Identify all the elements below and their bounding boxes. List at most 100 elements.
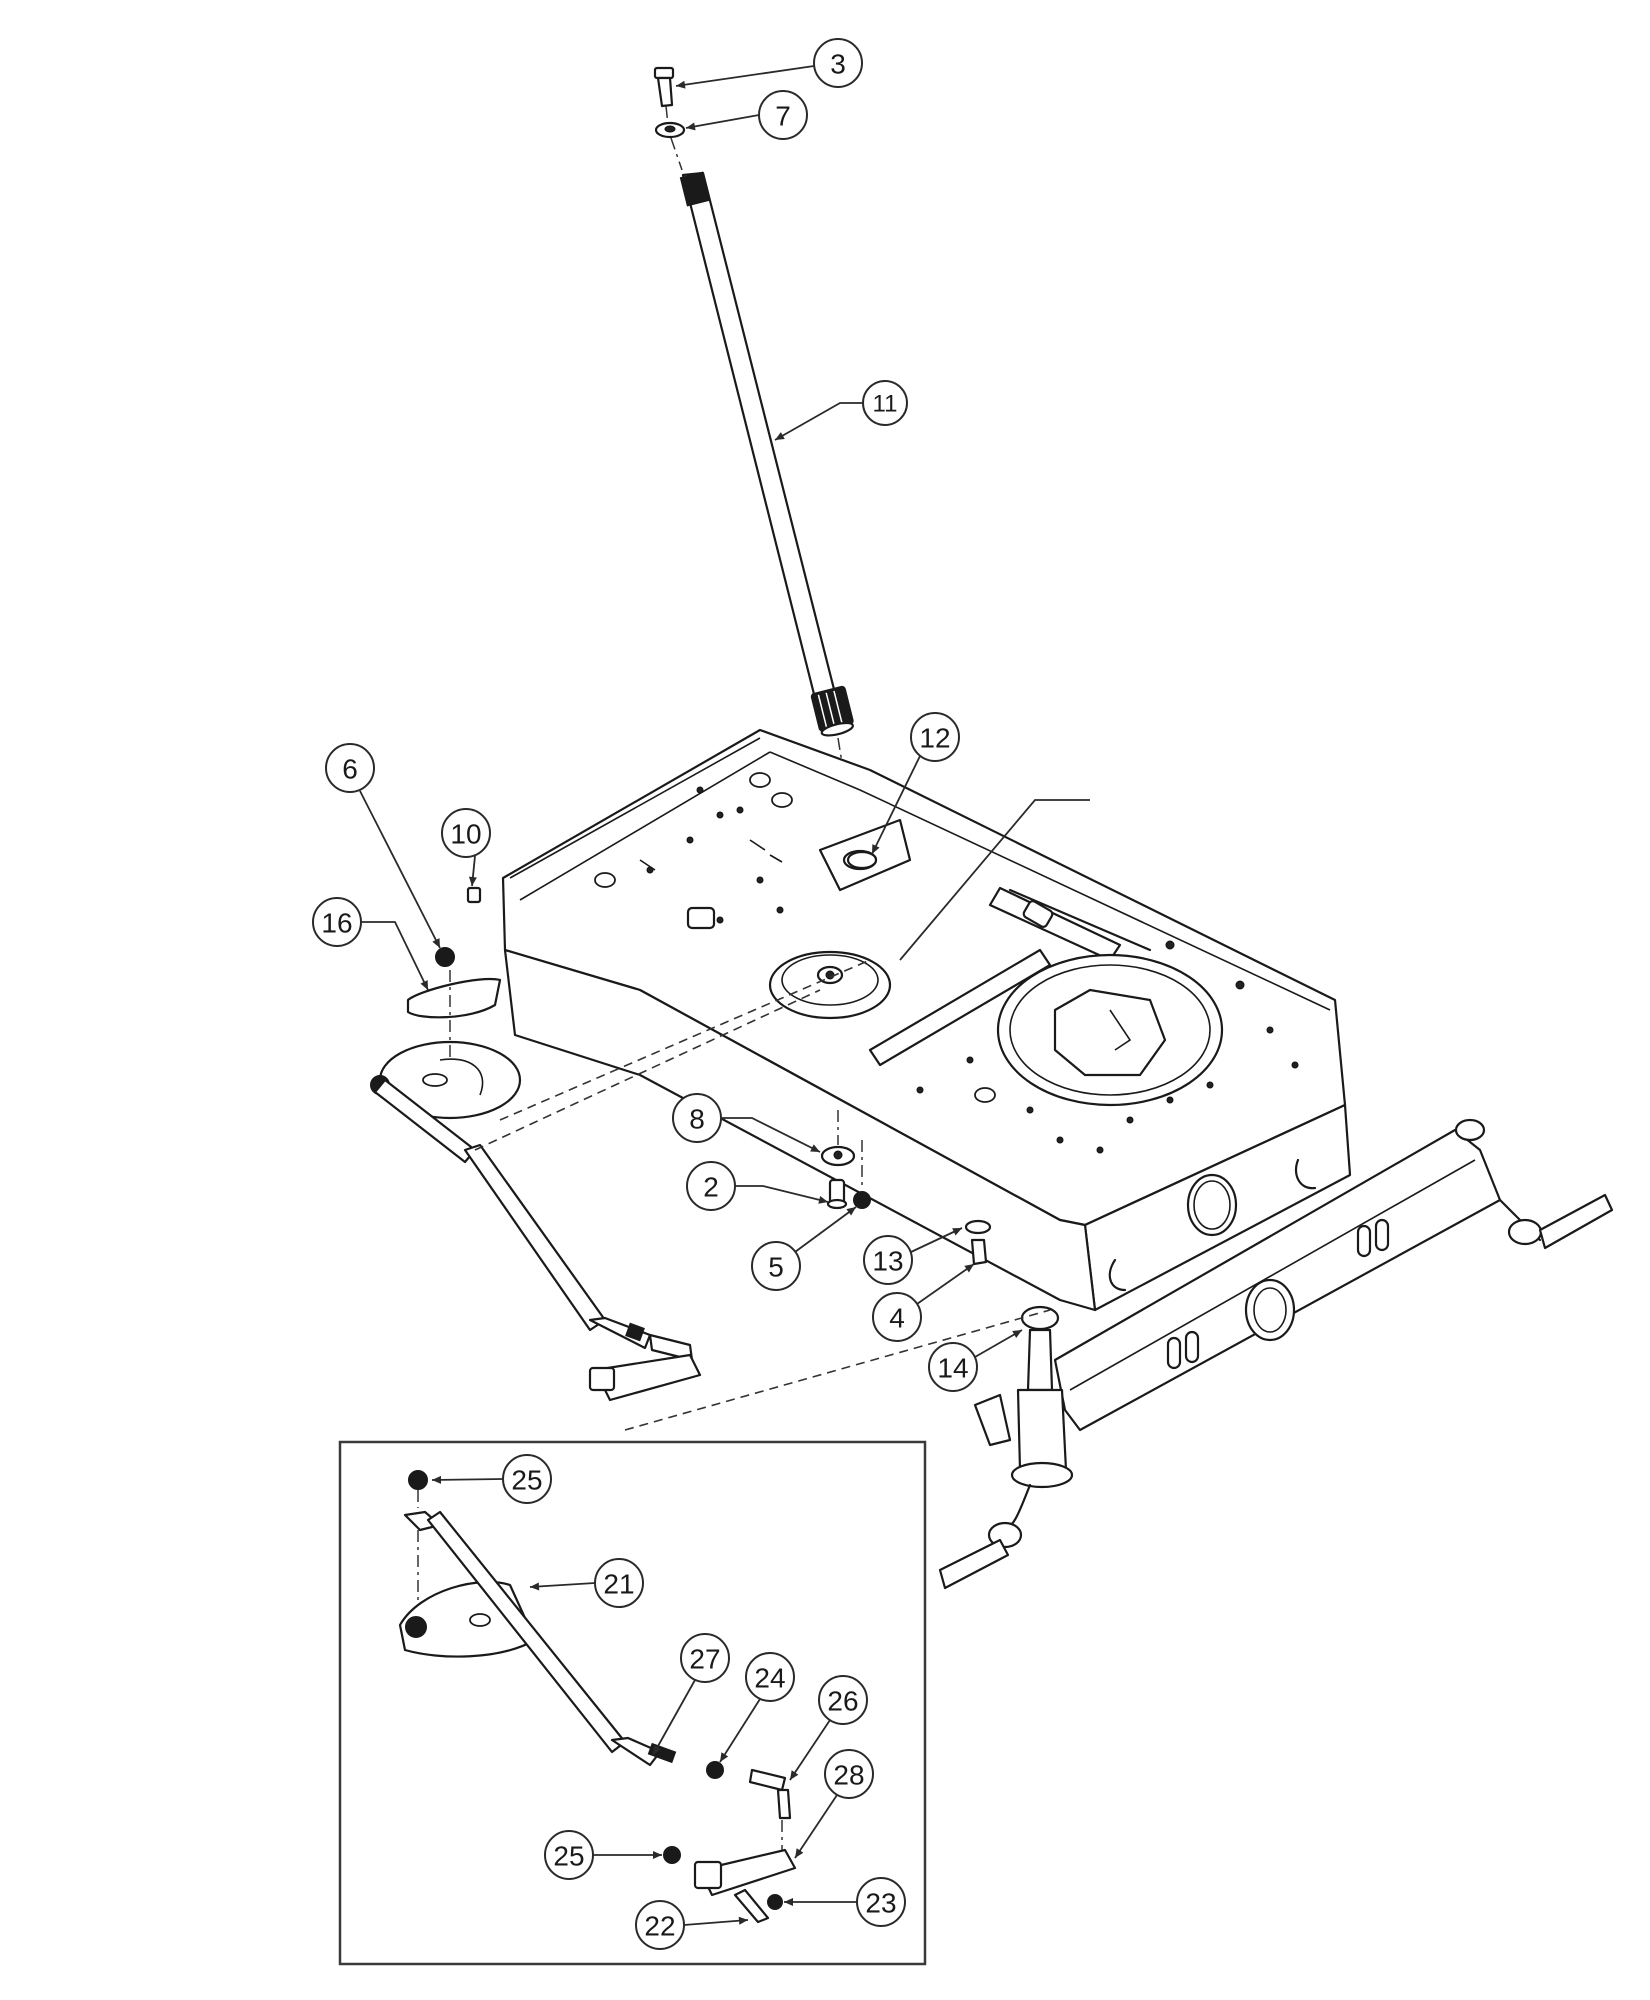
callout-lock-nut[interactable]: 5 bbox=[751, 1206, 857, 1291]
callout-circle[interactable] bbox=[863, 1235, 913, 1285]
arrowhead-icon bbox=[653, 1851, 662, 1859]
callout-bolt[interactable]: 3 bbox=[675, 38, 863, 89]
callout-label: 12 bbox=[919, 723, 950, 754]
leader-line bbox=[871, 755, 921, 855]
callout-shoulder-bolt[interactable]: 10 bbox=[441, 808, 491, 887]
callout-bolt[interactable]: 22 bbox=[635, 1900, 749, 1950]
callout-label: 8 bbox=[689, 1104, 705, 1135]
arrowhead-icon bbox=[784, 1898, 793, 1906]
leader-line bbox=[683, 1919, 749, 1926]
arrowhead-icon bbox=[530, 1582, 540, 1591]
pin-part bbox=[970, 1238, 988, 1266]
arrowhead-icon bbox=[964, 1264, 974, 1273]
arrowhead-icon bbox=[432, 938, 440, 948]
callout-nut[interactable]: 25 bbox=[544, 1830, 662, 1880]
callout-pin[interactable]: 4 bbox=[872, 1263, 975, 1342]
callout-nut[interactable]: 25 bbox=[431, 1454, 552, 1504]
callout-label: 7 bbox=[775, 101, 791, 132]
callout-circle[interactable] bbox=[813, 38, 863, 88]
callout-spacer[interactable]: 2 bbox=[686, 1161, 829, 1211]
bushing-part bbox=[846, 850, 878, 870]
callout-label: 2 bbox=[703, 1172, 719, 1203]
callout-circle[interactable] bbox=[672, 1093, 722, 1143]
callout-circle[interactable] bbox=[686, 1161, 736, 1211]
frame-holes bbox=[594, 772, 1299, 1154]
arrowhead-icon bbox=[1012, 1330, 1022, 1338]
axis-line bbox=[670, 137, 683, 171]
leader-line bbox=[721, 1117, 821, 1153]
arrowhead-icon bbox=[720, 1752, 729, 1762]
callout-circle[interactable] bbox=[818, 1675, 868, 1725]
arrowhead-icon bbox=[432, 1475, 442, 1484]
callout-label: 6 bbox=[342, 754, 358, 785]
arrowhead-icon bbox=[468, 876, 477, 886]
detail-inset-box bbox=[338, 1440, 927, 1966]
callout-circle[interactable] bbox=[441, 808, 491, 858]
callout-label: 10 bbox=[450, 819, 481, 850]
callout-bushing[interactable]: 12 bbox=[871, 712, 960, 855]
callout-circle[interactable] bbox=[594, 1558, 644, 1608]
leader-line bbox=[675, 65, 815, 87]
arrowhead-icon bbox=[810, 1144, 820, 1152]
callout-circle[interactable] bbox=[502, 1454, 552, 1504]
assembly-line bbox=[499, 959, 871, 1121]
leader-line bbox=[794, 1794, 838, 1859]
leader-line bbox=[916, 1263, 975, 1305]
callout-steering-gear-plate[interactable]: 21 bbox=[529, 1558, 644, 1608]
callout-label: 24 bbox=[754, 1663, 785, 1694]
front-axle bbox=[938, 1118, 1614, 1590]
leader-line bbox=[431, 1478, 504, 1481]
callout-plate[interactable]: 16 bbox=[312, 897, 429, 991]
callout-spindle-bushing[interactable]: 14 bbox=[928, 1329, 1023, 1392]
callout-label: 16 bbox=[321, 908, 352, 939]
callout-label: 3 bbox=[830, 49, 846, 80]
assembly-line bbox=[474, 989, 821, 1151]
callout-steering-shaft[interactable]: 11 bbox=[774, 380, 908, 441]
callout-label: 14 bbox=[937, 1353, 968, 1384]
washer-part bbox=[654, 121, 686, 139]
callout-label: 22 bbox=[644, 1911, 675, 1942]
callout-circle[interactable] bbox=[928, 1342, 978, 1392]
callout-circle[interactable] bbox=[680, 1633, 730, 1683]
callout-label: 23 bbox=[865, 1888, 896, 1919]
callout-nut[interactable]: 23 bbox=[784, 1877, 906, 1927]
callout-drag-link[interactable]: 27 bbox=[652, 1633, 730, 1756]
callout-ball-joint[interactable]: 26 bbox=[789, 1675, 868, 1781]
callout-nut[interactable]: 6 bbox=[325, 743, 441, 949]
callout-circle[interactable] bbox=[872, 1292, 922, 1342]
detail-inset-parts bbox=[398, 1470, 797, 1924]
callout-flange-bushing[interactable]: 8 bbox=[672, 1093, 821, 1153]
callout-circle[interactable] bbox=[824, 1749, 874, 1799]
callout-washer[interactable]: 13 bbox=[863, 1227, 963, 1285]
callout-label: 13 bbox=[872, 1246, 903, 1277]
callout-label: 4 bbox=[889, 1303, 905, 1334]
callout-circle[interactable] bbox=[758, 90, 808, 140]
callout-circle[interactable] bbox=[745, 1652, 795, 1702]
steering-shaft-part bbox=[679, 171, 854, 737]
leader-line bbox=[910, 1227, 963, 1253]
callout-jam-nut[interactable]: 24 bbox=[719, 1652, 795, 1763]
unlabeled-leader bbox=[899, 799, 1090, 961]
arrowhead-icon bbox=[686, 122, 696, 131]
callout-circle[interactable] bbox=[544, 1830, 594, 1880]
callout-circle[interactable] bbox=[910, 712, 960, 762]
leader-line bbox=[735, 1185, 829, 1203]
arrowhead-icon bbox=[775, 432, 785, 440]
callout-circle[interactable] bbox=[751, 1241, 801, 1291]
callout-label: 28 bbox=[833, 1760, 864, 1791]
arrowhead-icon bbox=[420, 980, 428, 990]
callout-circle[interactable] bbox=[325, 743, 375, 793]
callout-circle[interactable] bbox=[856, 1877, 906, 1927]
callout-circle[interactable] bbox=[312, 897, 362, 947]
chassis-frame bbox=[501, 728, 1352, 1312]
washer-part bbox=[964, 1219, 992, 1235]
arrowhead-icon bbox=[952, 1228, 962, 1236]
callout-circle[interactable] bbox=[635, 1900, 685, 1950]
callout-circle[interactable] bbox=[862, 380, 908, 426]
assembly-line bbox=[624, 1309, 1051, 1431]
callout-steering-arm[interactable]: 28 bbox=[794, 1749, 874, 1859]
callout-washer[interactable]: 7 bbox=[685, 90, 808, 140]
lock-nut-part bbox=[853, 1191, 871, 1209]
